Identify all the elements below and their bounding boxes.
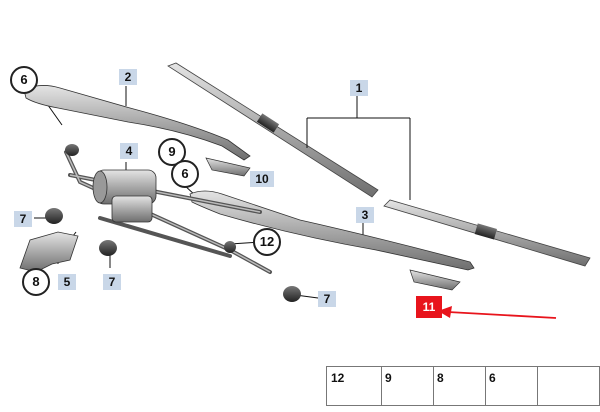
fastener-legend-tray: 12 9 8 6 <box>326 366 600 406</box>
tray-cell-arrow <box>537 367 598 405</box>
highlight-arrow <box>438 306 557 319</box>
callout-10: 10 <box>250 171 274 187</box>
tray-number: 8 <box>437 371 444 385</box>
tray-number: 6 <box>489 371 496 385</box>
wiper-blade-right <box>383 199 591 267</box>
callout-2: 2 <box>119 69 137 85</box>
tray-cell-8: 8 <box>433 367 486 405</box>
callout-11-highlighted: 11 <box>416 296 442 318</box>
callout-5: 5 <box>58 274 76 290</box>
callout-7-bottom: 7 <box>103 274 121 290</box>
circled-6-mid: 6 <box>171 160 199 188</box>
callout-3: 3 <box>356 207 374 223</box>
circled-12: 12 <box>253 228 281 256</box>
tray-number: 9 <box>385 371 392 385</box>
callout-4: 4 <box>120 143 138 159</box>
callout-7-left: 7 <box>14 211 32 227</box>
tray-number: 12 <box>331 371 345 385</box>
leader-lines <box>29 83 411 299</box>
tray-cell-9: 9 <box>381 367 434 405</box>
callout-7-right: 7 <box>318 291 336 307</box>
wiper-arm-3 <box>189 190 475 271</box>
circled-9: 9 <box>158 138 186 166</box>
wiper-blade-left <box>167 62 379 198</box>
wiper-motor-4 <box>92 169 157 223</box>
tray-cell-12: 12 <box>327 367 382 405</box>
rubber-grommets <box>45 144 301 302</box>
circled-6-top: 6 <box>10 66 38 94</box>
clips <box>205 157 461 291</box>
tray-cell-6: 6 <box>485 367 538 405</box>
callout-1: 1 <box>350 80 368 96</box>
bracket-5 <box>19 231 79 273</box>
wiper-arm-2 <box>23 85 251 161</box>
circled-8: 8 <box>22 268 50 296</box>
